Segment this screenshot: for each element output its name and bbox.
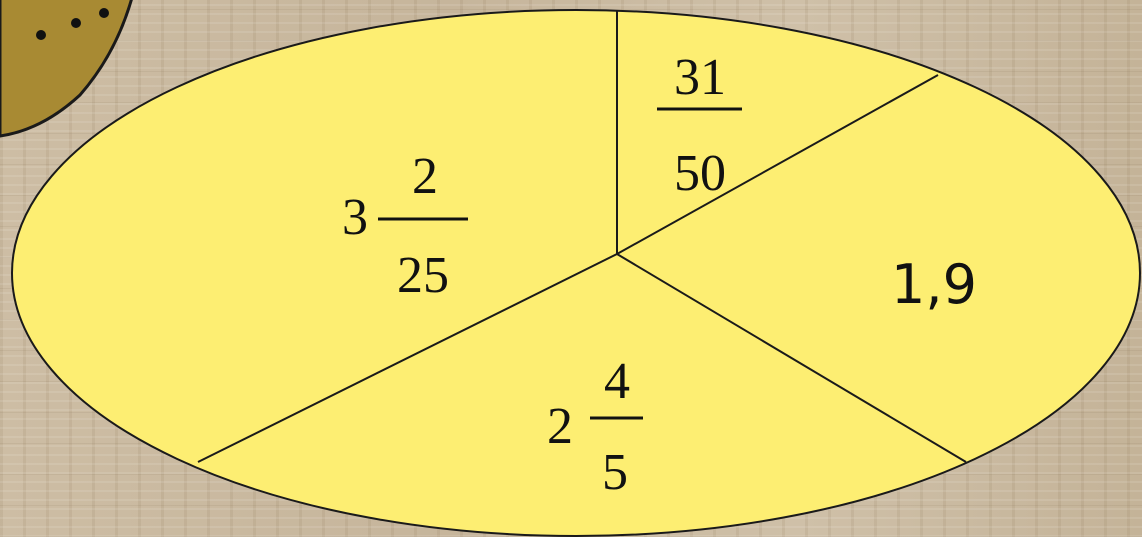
segment-bottom-label: 2 4 5	[547, 353, 643, 501]
top-numerator: 31	[674, 49, 726, 106]
segment-left-label: 3 2 25	[342, 148, 468, 304]
chocolate-chip	[71, 18, 81, 28]
left-denominator: 25	[397, 247, 449, 304]
divider-lower-left	[197, 253, 618, 463]
bottom-numerator: 4	[604, 353, 630, 410]
chocolate-chip	[99, 8, 109, 18]
bottom-denominator: 5	[602, 444, 628, 501]
top-denominator: 50	[674, 145, 726, 202]
segment-right-label: 1,9	[891, 253, 977, 316]
left-numerator: 2	[412, 148, 438, 205]
divider-lower-right	[616, 253, 967, 463]
pie-dividers	[197, 10, 967, 463]
right-value: 1,9	[891, 253, 977, 316]
chocolate-chip	[36, 30, 46, 40]
left-whole: 3	[342, 189, 368, 246]
cookie-icon	[0, 0, 133, 138]
cookie-body	[0, 0, 133, 138]
divider-upper-right	[616, 74, 939, 255]
segment-top-label: 31 50	[657, 49, 742, 202]
pie-ellipse	[11, 9, 1141, 537]
bottom-whole: 2	[547, 398, 573, 455]
